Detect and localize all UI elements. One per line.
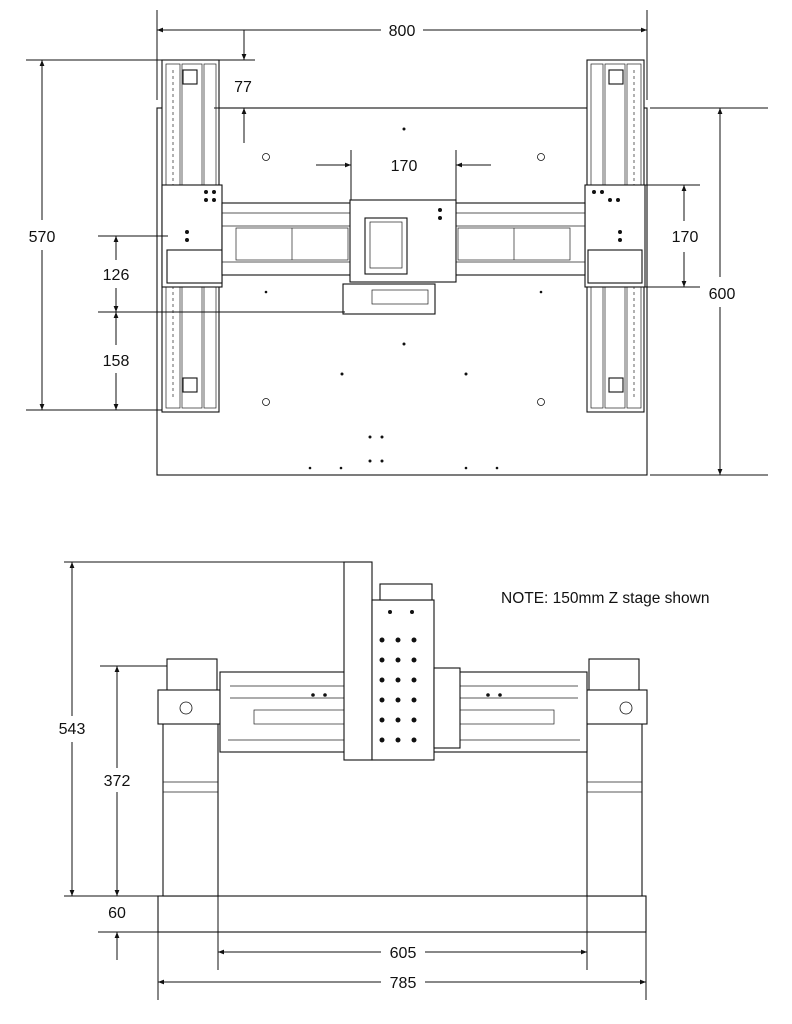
dim-158-label: 158 [103, 353, 130, 370]
dim-rail-length: 570 [26, 59, 162, 411]
z-stage [343, 561, 461, 761]
dim-y-offset: 77 [162, 30, 290, 143]
dim-lower-offset: 158 [103, 312, 130, 410]
dim-785-label: 785 [390, 975, 417, 992]
dim-605-label: 605 [390, 945, 417, 962]
right-y-carriage [584, 184, 646, 288]
dim-x-carriage-width: 170 [316, 150, 491, 200]
left-leg [157, 658, 221, 897]
dim-carriage-height: 126 [98, 235, 345, 313]
dim-total-height: 543 [59, 561, 344, 897]
dim-inner-width: 605 [217, 896, 588, 970]
dim-base-width: 785 [157, 932, 647, 1000]
dim-y-carriage-length: 170 [640, 184, 700, 288]
right-leg [584, 658, 648, 897]
dim-60-label: 60 [108, 905, 126, 922]
dim-600-label: 600 [709, 286, 736, 303]
dim-570-label: 570 [29, 229, 56, 246]
front-view: NOTE: 150mm Z stage shown 543 372 60 [59, 561, 709, 1000]
dim-372-label: 372 [104, 773, 131, 790]
dim-base-depth: 600 [650, 107, 768, 476]
dim-base-height: 60 [98, 905, 158, 960]
dim-126-label: 126 [103, 267, 130, 284]
base-slab-front [157, 895, 647, 933]
base-holes [262, 127, 545, 470]
note-text: NOTE: 150mm Z stage shown [501, 590, 709, 607]
x-carriage [342, 199, 457, 315]
top-view: 800 77 170 170 [26, 10, 768, 476]
dim-170-x-label: 170 [391, 158, 418, 175]
left-y-carriage [161, 184, 223, 288]
dim-77-label: 77 [234, 79, 252, 96]
dim-800-label: 800 [389, 23, 416, 40]
dim-gantry-height: 372 [100, 665, 167, 896]
dim-170-y-label: 170 [672, 229, 699, 246]
dim-overall-width: 800 [156, 10, 648, 100]
dim-543-label: 543 [59, 721, 86, 738]
